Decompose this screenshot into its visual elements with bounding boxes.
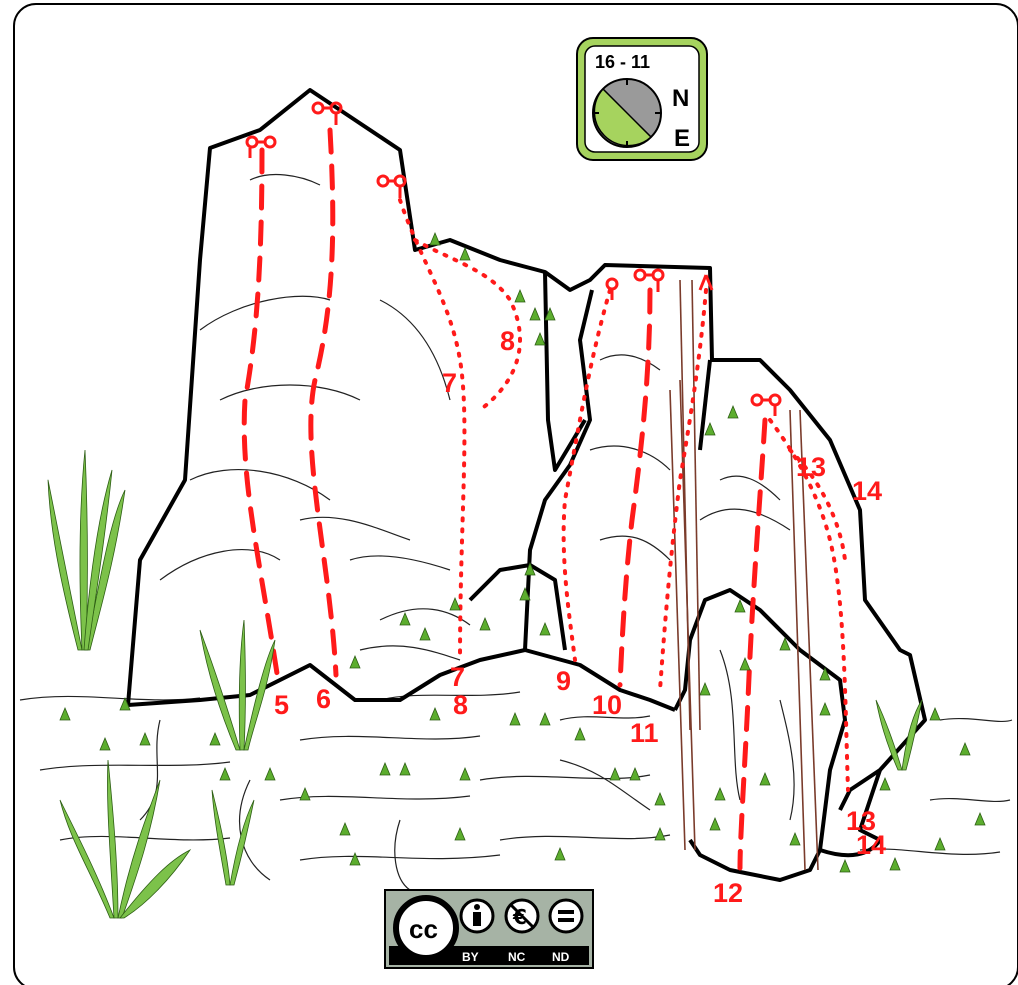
- cc-logo-icon: cc: [396, 898, 456, 958]
- cc-license-badge: cc € BY NC ND: [385, 890, 593, 968]
- route-label-11-base: 11: [630, 718, 659, 748]
- license-by: BY: [462, 950, 479, 964]
- no-derivatives-icon: [550, 900, 582, 932]
- route-label-14-base: 14: [856, 830, 886, 860]
- direction-north: N: [672, 85, 689, 112]
- route-label-8-base: 8: [453, 690, 468, 720]
- attribution-icon: [461, 900, 493, 932]
- sun-exposure-badge: 16 - 11 N E: [577, 38, 707, 160]
- route-label-8-wall: 8: [500, 326, 515, 356]
- direction-east: E: [674, 125, 690, 152]
- cc-logo-text: cc: [409, 914, 438, 944]
- route-label-14-wall: 14: [852, 476, 882, 506]
- route-label-13-wall: 13: [796, 452, 826, 482]
- route-label-7-base: 7: [450, 662, 465, 692]
- license-nc: NC: [508, 950, 526, 964]
- license-nd: ND: [552, 950, 570, 964]
- sun-dial-icon: [593, 79, 661, 147]
- route-label-5-base: 5: [274, 690, 289, 720]
- route-label-7-wall: 7: [442, 368, 457, 398]
- sun-hours: 16 - 11: [595, 52, 650, 72]
- route-label-6-base: 6: [316, 684, 331, 714]
- route-label-10-base: 10: [592, 690, 622, 720]
- route-label-12-base: 12: [713, 878, 743, 908]
- route-label-9-base: 9: [556, 666, 571, 696]
- non-commercial-icon: €: [506, 900, 538, 932]
